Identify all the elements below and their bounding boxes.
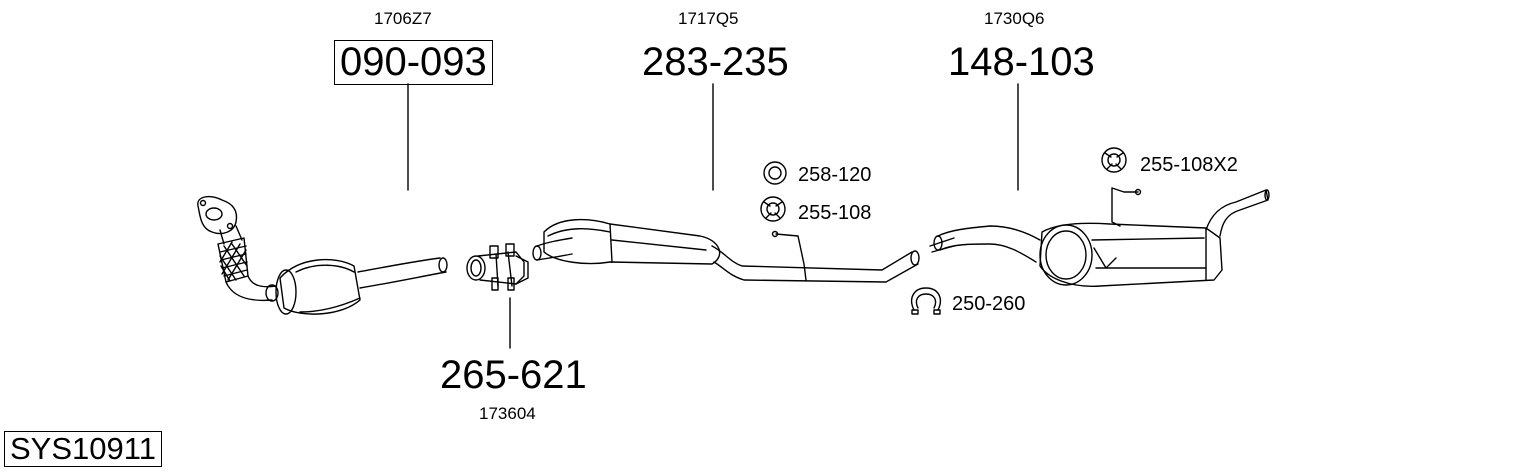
accessory-label: 250-260 (952, 293, 1026, 315)
oe-ref-label: 1706Z7 (374, 9, 432, 28)
accessory-label: 255-108X2 (1140, 154, 1238, 176)
clamp-icon (910, 287, 942, 315)
ring-icon (763, 161, 787, 185)
oe-ref-label: 173604 (479, 404, 536, 423)
part-number-label: 148-103 (948, 40, 1095, 84)
part-number-label: 265-621 (440, 353, 587, 397)
part-number-label: 090-093 (334, 40, 493, 85)
accessory-label: 255-108 (798, 202, 872, 224)
system-code-label: SYS10911 (4, 431, 162, 467)
catalytic-converter-part (197, 195, 448, 315)
connector-clamp-part (466, 243, 529, 291)
rear-silencer-part (929, 187, 1270, 287)
rubber-mount-icon (760, 196, 786, 222)
centre-silencer-part (532, 218, 920, 283)
oe-ref-label: 1730Q6 (984, 9, 1045, 28)
rubber-mount-icon-rear (1101, 147, 1127, 173)
part-number-label: 283-235 (642, 40, 789, 84)
accessory-label: 258-120 (798, 164, 872, 186)
oe-ref-label: 1717Q5 (678, 9, 739, 28)
